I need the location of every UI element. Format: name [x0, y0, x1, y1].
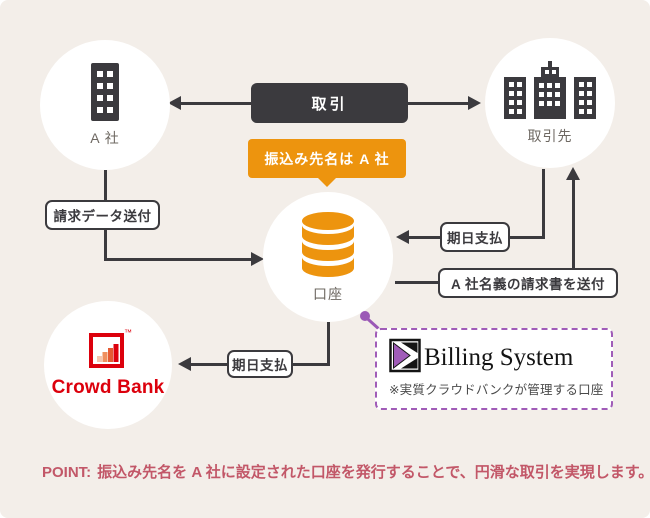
transfer-callout-label: 振込み先名は A 社: [264, 150, 390, 167]
invoice-data-box: 請求データ送付: [45, 200, 160, 230]
invoice-data-label: 請求データ送付: [53, 209, 152, 224]
billing-connector-line: [363, 314, 380, 330]
transaction-label-box: 取引: [251, 83, 408, 123]
billing-system-name: Billing System: [424, 344, 574, 372]
due-payment-lower-line-h2: [191, 362, 227, 366]
account-node: 口座: [263, 192, 393, 322]
billing-system-logo-icon: [389, 338, 421, 373]
company-a-node: A 社: [40, 40, 170, 170]
billing-system-box: Billing System ※実質クラウドバンクが管理する口座: [375, 328, 613, 410]
transaction-arrowhead-left: [168, 96, 181, 110]
billing-system-row: Billing System: [389, 338, 611, 373]
due-payment-upper-line-h2: [408, 235, 440, 239]
crowd-bank-node: ™ Crowd Bank: [44, 301, 172, 429]
due-payment-lower-line-h1: [293, 362, 330, 366]
invoice-data-line-v2: [103, 230, 107, 259]
transfer-callout: 振込み先名は A 社: [248, 139, 406, 187]
point-prefix: POINT:: [42, 464, 92, 481]
crowd-bank-logo: ™: [88, 328, 132, 369]
point-note: POINT: 振込み先名を A 社に設定された口座を発行することで、円滑な取引を実…: [42, 461, 650, 482]
invoice-data-arrowhead: [251, 252, 264, 266]
transaction-arrowhead-right: [468, 96, 481, 110]
building-icon: [91, 62, 119, 121]
invoice-data-line-v1: [103, 170, 107, 200]
partner-node: 取引先: [485, 38, 615, 168]
due-payment-lower-line-v: [326, 322, 330, 366]
account-label: 口座: [313, 285, 343, 302]
due-payment-upper-line-v: [541, 169, 545, 238]
city-buildings-icon: [504, 60, 596, 119]
database-icon: [302, 211, 354, 277]
invoice-data-line-h: [103, 257, 252, 261]
due-payment-upper-box: 期日支払: [440, 222, 510, 252]
partner-label: 取引先: [527, 127, 573, 144]
due-payment-upper-arrowhead: [396, 230, 409, 244]
company-a-label: A 社: [90, 129, 120, 146]
invoice-a-name-label: A 社名義の請求書を送付: [451, 277, 605, 292]
due-payment-upper-label: 期日支払: [447, 231, 503, 246]
crowd-bank-trademark: ™: [124, 328, 132, 337]
crowd-bank-label: Crowd Bank: [51, 377, 165, 398]
invoice-a-name-line-v: [571, 180, 575, 268]
invoice-a-name-arrowhead: [566, 167, 580, 180]
invoice-a-name-line-h: [395, 280, 438, 284]
invoice-a-name-box: A 社名義の請求書を送付: [438, 268, 618, 298]
due-payment-upper-line-h1: [510, 235, 545, 239]
due-payment-lower-arrowhead: [178, 357, 191, 371]
billing-system-note: ※実質クラウドバンクが管理する口座: [389, 383, 604, 397]
due-payment-lower-box: 期日支払: [227, 350, 293, 378]
transaction-label: 取引: [311, 95, 348, 113]
due-payment-lower-label: 期日支払: [232, 358, 288, 373]
crowd-bank-chart-icon: [89, 333, 124, 368]
point-text: 振込み先名を A 社に設定された口座を発行することで、円滑な取引を実現します。: [97, 464, 650, 481]
